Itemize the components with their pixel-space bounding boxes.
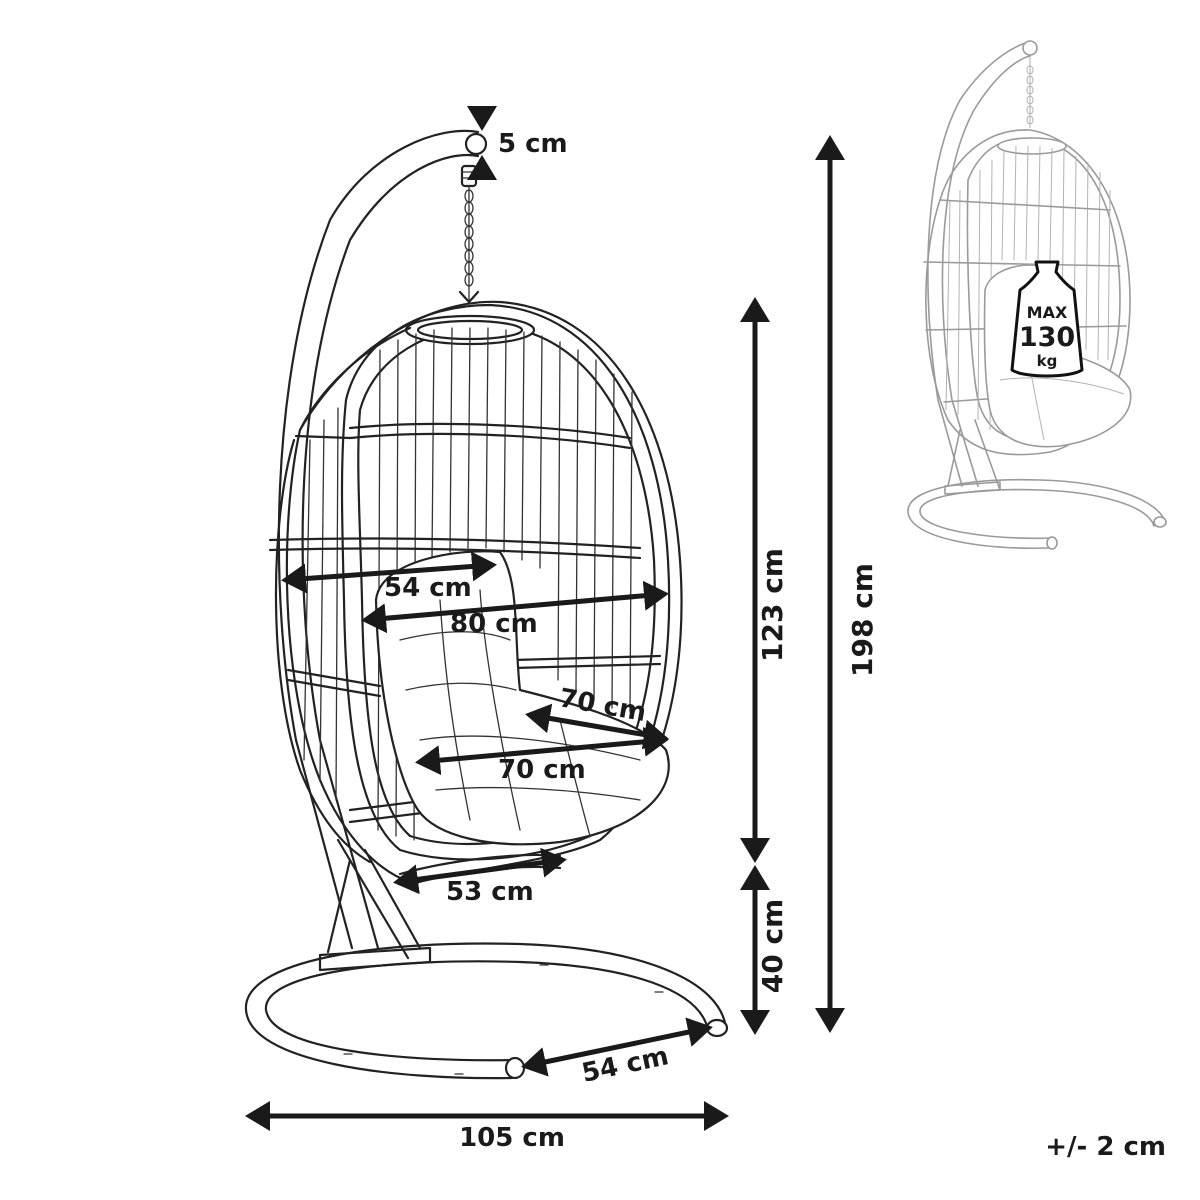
stand-base (244, 838, 729, 1080)
hanging-chain (458, 164, 480, 304)
label-base-depth: 54 cm (579, 1041, 671, 1089)
label-total-height: 198 cm (846, 563, 879, 677)
weight-badge-value: 130 (1019, 322, 1075, 353)
hanging-egg-chair-drawing (244, 129, 729, 1080)
dimension-arrows (245, 106, 845, 1131)
label-base-width: 105 cm (459, 1123, 565, 1153)
label-chain-gap: 5 cm (498, 129, 568, 159)
label-inner-width: 80 cm (450, 609, 538, 639)
weight-badge-unit: kg (1037, 352, 1058, 370)
weight-badge-max: MAX (1027, 303, 1068, 322)
label-basket-height: 123 cm (756, 548, 789, 662)
label-seat-width: 70 cm (498, 755, 586, 785)
label-tolerance: +/- 2 cm (1045, 1132, 1166, 1162)
label-bottom-width: 53 cm (446, 877, 534, 907)
label-upper-width: 54 cm (384, 573, 472, 603)
weight-icon: MAX 130 kg (1010, 260, 1084, 378)
label-seat-clearance: 40 cm (756, 899, 789, 994)
